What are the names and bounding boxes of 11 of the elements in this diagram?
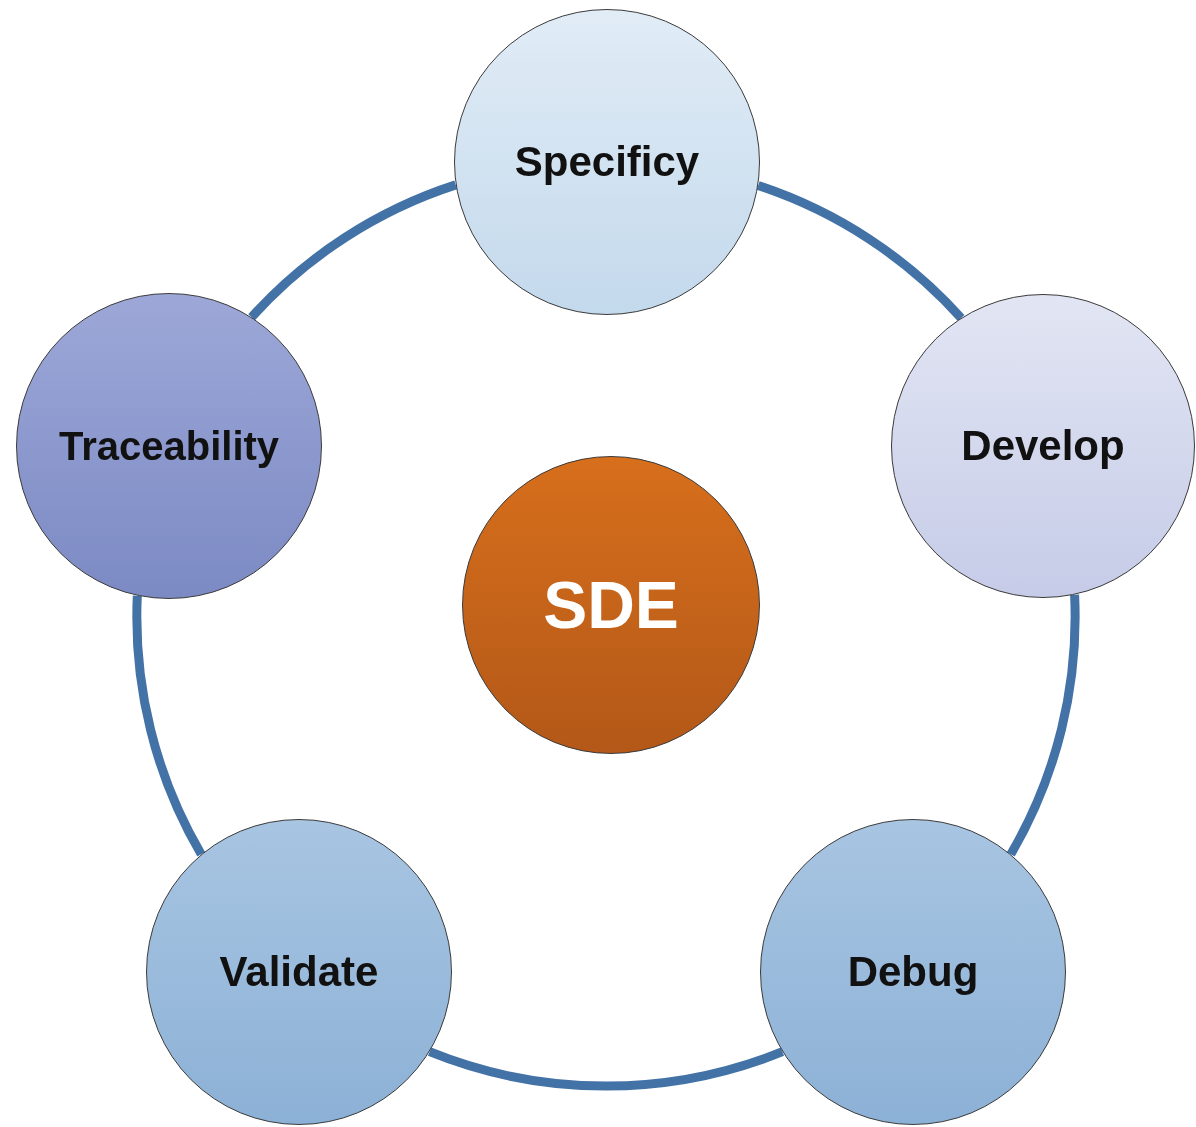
cycle-connector bbox=[132, 595, 206, 857]
stage-label: Develop bbox=[961, 422, 1125, 470]
stage-label: Debug bbox=[847, 948, 979, 996]
cycle-connector bbox=[428, 1047, 784, 1091]
center-label: SDE bbox=[543, 567, 679, 643]
stage-label: Traceability bbox=[58, 423, 280, 469]
stage-label: Validate bbox=[219, 948, 379, 996]
stage-label: Specificy bbox=[514, 138, 700, 186]
cycle-connector bbox=[248, 180, 458, 321]
cycle-connector bbox=[756, 181, 965, 322]
cycle-connector bbox=[1006, 594, 1080, 857]
